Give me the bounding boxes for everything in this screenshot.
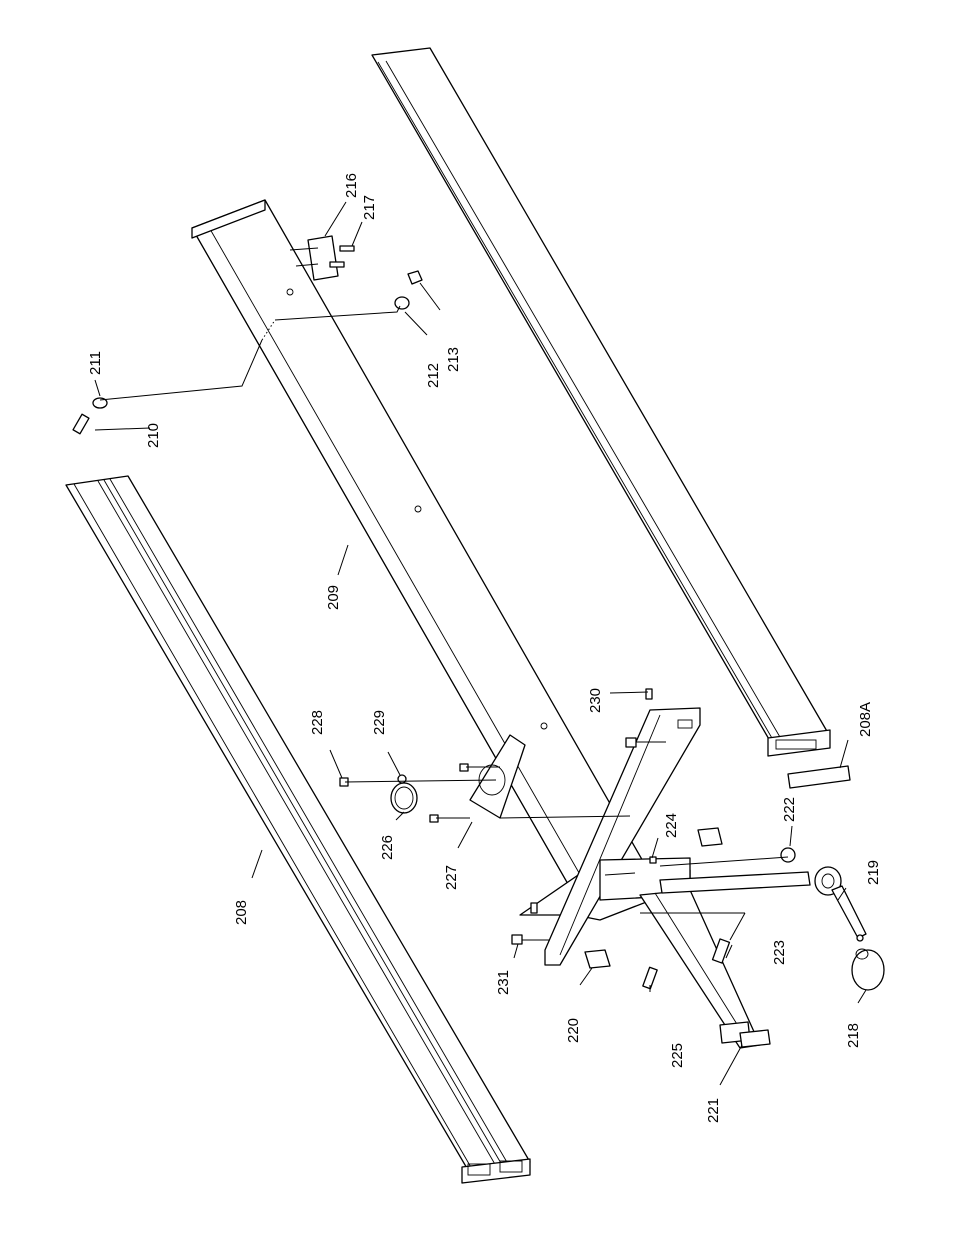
callout-225: 225 xyxy=(669,1043,686,1068)
part-227-mount-plate xyxy=(390,734,526,819)
callout-208: 208 xyxy=(233,900,250,925)
callout-221: 221 xyxy=(705,1098,722,1123)
bracket-assembly xyxy=(519,707,811,1049)
callout-226: 226 xyxy=(379,835,396,860)
callout-212: 212 xyxy=(425,363,442,388)
part-208-front-rail-body xyxy=(65,475,531,1184)
callout-230: 230 xyxy=(587,688,604,713)
callout-231: 231 xyxy=(495,970,512,995)
callout-209: 209 xyxy=(325,585,342,610)
callout-222: 222 xyxy=(781,797,798,822)
top-hardware xyxy=(72,235,423,435)
callout-219: 219 xyxy=(865,860,882,885)
callout-227: 227 xyxy=(443,865,460,890)
callout-224: 224 xyxy=(663,813,680,838)
callout-210: 210 xyxy=(145,423,162,448)
callout-217: 217 xyxy=(361,195,378,220)
callout-213: 213 xyxy=(445,347,462,372)
callout-218: 218 xyxy=(845,1023,862,1048)
callout-216: 216 xyxy=(343,173,360,198)
callout-228: 228 xyxy=(309,710,326,735)
callout-labels: 208 208A 209 210 211 212 213 216 217 218… xyxy=(87,173,882,1123)
small-hardware xyxy=(339,688,864,990)
callout-208A: 208A xyxy=(857,702,874,737)
part-219-lock-lever xyxy=(814,866,867,939)
callout-223: 223 xyxy=(771,940,788,965)
callout-leaders xyxy=(94,201,867,1086)
connector-lines xyxy=(99,247,789,941)
callout-229: 229 xyxy=(371,710,388,735)
callout-220: 220 xyxy=(565,1018,582,1043)
callout-211: 211 xyxy=(87,351,104,375)
part-218-knob xyxy=(851,948,885,991)
part-208A-rear-rail xyxy=(371,47,851,789)
